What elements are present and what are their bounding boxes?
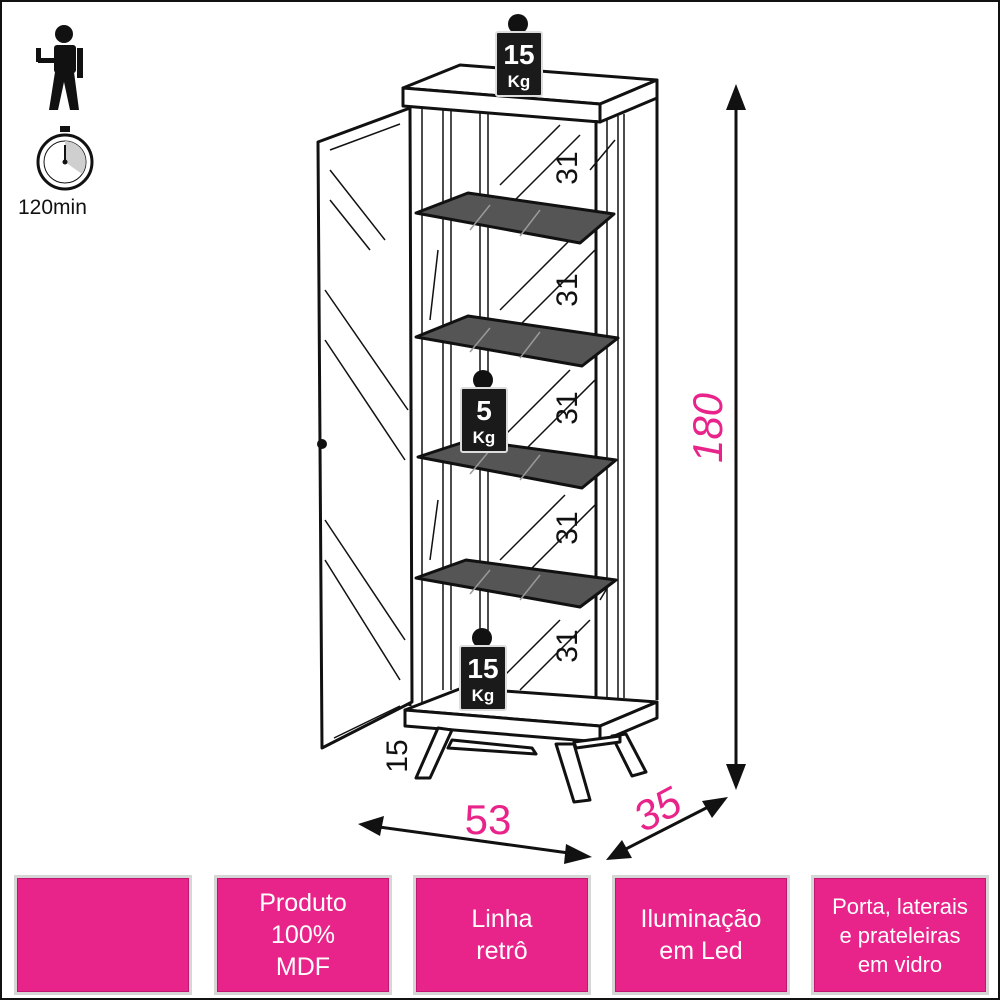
shelf-spacing-1: 31 (551, 151, 584, 184)
feature-badge-glass: Porta, laterais e prateleiras em vidro (811, 875, 989, 995)
shelf-spacing-5: 31 (551, 629, 584, 662)
height-dimension (726, 84, 746, 790)
assembly-time-label: 120min (18, 196, 87, 219)
feature-badge-1 (14, 875, 192, 995)
feature-glass-line-1: Porta, laterais (832, 893, 968, 919)
height-label: 180 (684, 392, 731, 463)
shelves (414, 191, 620, 609)
feature-retro-line-2: retrô (476, 937, 528, 965)
weight-badge-bottom-value: 15 (467, 653, 498, 684)
door-reflections (324, 169, 409, 681)
weight-badge-top: 15 Kg (495, 14, 543, 97)
person-icon (36, 25, 83, 110)
shelf-spacing-2: 31 (551, 273, 584, 306)
shelf-4 (414, 558, 618, 609)
shelf-spacing-3: 31 (551, 391, 584, 424)
feature-badge-mdf: Produto 100% MDF (214, 875, 392, 995)
cabinet-body (408, 98, 659, 712)
feature-mdf-line-2: 100% (271, 921, 335, 949)
stopwatch-icon (36, 126, 94, 191)
shelf-1 (414, 191, 616, 245)
cabinet-legs (414, 726, 648, 804)
shelf-2 (414, 314, 620, 368)
depth-dimension (606, 797, 728, 860)
door-knob (317, 439, 327, 449)
glass-reflections (429, 124, 616, 691)
shelf-spacing-labels: 31 31 31 31 31 15 (381, 151, 584, 772)
cabinet-door (316, 106, 414, 750)
feature-led-line-1: Iluminação (640, 905, 762, 933)
width-dimension (358, 816, 592, 864)
depth-label: 35 (626, 777, 690, 841)
weight-badge-bottom-unit: Kg (472, 686, 495, 705)
feature-retro-line-1: Linha (471, 905, 533, 933)
weight-badge-bottom: 15 Kg (459, 628, 507, 711)
feature-glass-line-3: em vidro (857, 951, 943, 977)
feature-badge-retro: Linha retrô (413, 875, 591, 995)
feature-mdf-line-3: MDF (275, 953, 331, 981)
feature-mdf-line-1: Produto (259, 889, 347, 917)
shelf-spacing-4: 31 (551, 511, 584, 544)
weight-badge-shelf-unit: Kg (473, 428, 496, 447)
feature-led-line-2: em Led (659, 937, 743, 965)
feature-glass-line-2: e prateleiras (839, 922, 961, 948)
shelf-3 (416, 438, 618, 490)
leg-height-label: 15 (381, 739, 414, 772)
weight-badge-shelf-value: 5 (476, 395, 492, 426)
weight-badge-top-unit: Kg (508, 72, 531, 91)
shelf-glare (469, 204, 541, 601)
feature-badge-led: Iluminação em Led (612, 875, 790, 995)
weight-badge-shelf: 5 Kg (460, 370, 508, 453)
weight-badge-top-value: 15 (503, 39, 534, 70)
width-label: 53 (465, 796, 512, 843)
